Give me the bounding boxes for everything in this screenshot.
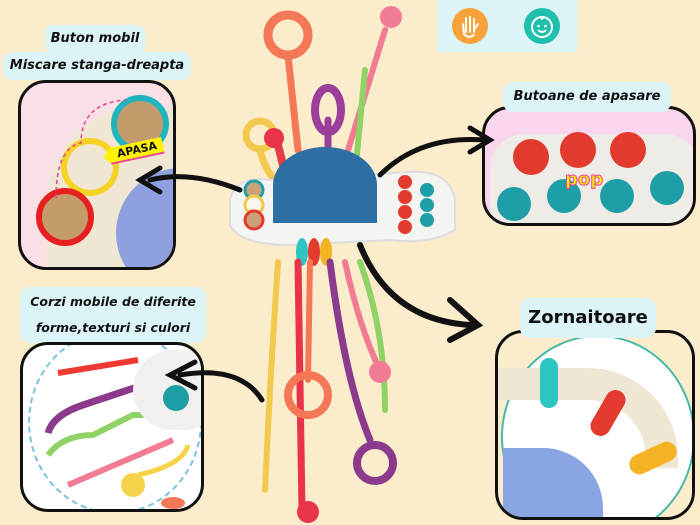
header-icon-strip [437,0,577,52]
cords-title-line2: forme,texturi si culori [35,320,191,335]
pop-buttons [398,175,434,234]
lower-cords [262,258,397,514]
yellow-ring [61,138,119,196]
toy-illustration [229,6,456,523]
hand-icon [452,8,488,44]
pop-callout: pop [564,169,604,191]
rattles-label: Zornaitoare [520,298,656,338]
rattles-panel [495,330,695,520]
teal-rattle [540,358,558,408]
mobile-button-title-line1: Buton mobil [50,31,140,46]
mobile-button-sublabel: Miscare stanga-dreapta [3,52,191,80]
push-buttons-title: Butoane de apasare [513,89,661,104]
flower-tip [380,6,402,28]
cords-title-line1: Corzi mobile de diferite [30,294,196,309]
baby-face-icon [524,8,560,44]
red-ring [36,188,94,246]
rattles-title: Zornaitoare [528,307,648,328]
cords-label: Corzi mobile de diferite forme,texturi s… [20,287,206,343]
push-buttons-panel: pop [482,106,696,226]
mobile-button-title-line2: Miscare stanga-dreapta [9,58,185,73]
mobile-button-label: Buton mobil [45,25,145,53]
push-buttons-label: Butoane de apasare [503,82,671,112]
cords-panel [20,342,204,512]
mobile-button-panel: APASA [18,80,176,270]
